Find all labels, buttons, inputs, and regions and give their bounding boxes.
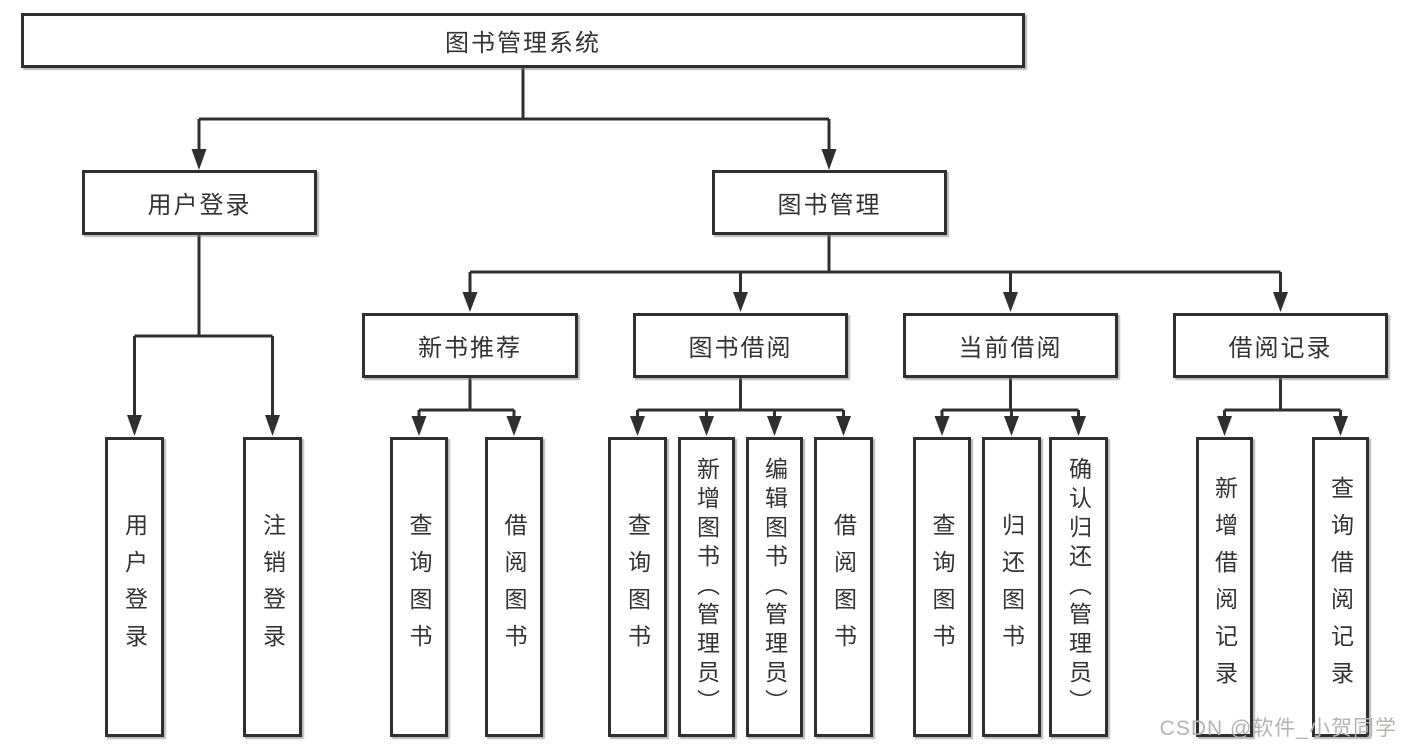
leaf-rec-query-books-label: 查询图书	[406, 513, 432, 661]
leaf-br-query-record-label: 查询借阅记录	[1327, 476, 1354, 698]
node-new-book-rec-label: 新书推荐	[418, 335, 522, 362]
leaf-bb-edit-books-admin-label: 编辑图书（管理员）	[761, 456, 788, 718]
leaf-br-add-record: 新增借阅记录	[1196, 437, 1253, 737]
node-borrow-records-label: 借阅记录	[1228, 335, 1333, 362]
leaf-logout-label: 注销登录	[259, 513, 286, 661]
leaf-bb-query-books: 查询图书	[608, 437, 667, 737]
leaf-br-query-record: 查询借阅记录	[1312, 437, 1369, 737]
node-current-borrow-label: 当前借阅	[958, 335, 1063, 362]
connector-book-borrow-to-leaves	[630, 378, 851, 436]
leaf-cb-query-books-label: 查询图书	[929, 513, 955, 661]
csdn-watermark: CSDN @软件_小贺同学	[1159, 717, 1397, 740]
node-book-borrow-label: 图书借阅	[688, 335, 793, 362]
connector-root-to-level2	[191, 68, 837, 170]
node-user-login-branch: 用户登录	[82, 170, 317, 235]
node-book-mgmt-branch-label: 图书管理	[777, 192, 882, 219]
leaf-user-login-label: 用户登录	[121, 513, 148, 661]
leaf-cb-confirm-return-admin: 确认归还（管理员）	[1049, 437, 1108, 737]
leaf-cb-return-books-label: 归还图书	[998, 513, 1025, 661]
connector-borrow-records-to-leaves	[1217, 378, 1348, 436]
leaf-br-add-record-label: 新增借阅记录	[1211, 476, 1238, 698]
leaf-logout: 注销登录	[243, 437, 302, 737]
node-user-login-branch-label: 用户登录	[147, 192, 252, 219]
leaf-cb-return-books: 归还图书	[982, 437, 1041, 737]
leaf-rec-query-books: 查询图书	[390, 437, 448, 737]
leaf-bb-borrow-books-label: 借阅图书	[830, 513, 857, 661]
connector-user-login-to-leaves	[127, 235, 280, 436]
leaf-cb-confirm-return-admin-label: 确认归还（管理员）	[1065, 456, 1092, 718]
leaf-user-login: 用户登录	[105, 437, 164, 737]
node-borrow-records: 借阅记录	[1173, 313, 1388, 378]
node-current-borrow: 当前借阅	[903, 313, 1118, 378]
leaf-rec-borrow-books-label: 借阅图书	[501, 513, 527, 661]
node-book-mgmt-branch: 图书管理	[712, 170, 947, 235]
node-new-book-rec: 新书推荐	[362, 313, 578, 378]
leaf-bb-query-books-label: 查询图书	[624, 513, 651, 661]
connector-new-book-rec-to-leaves	[411, 378, 522, 436]
leaf-bb-add-books-admin-label: 新增图书（管理员）	[693, 456, 720, 718]
node-system-root-label: 图书管理系统	[445, 30, 601, 57]
leaf-bb-edit-books-admin: 编辑图书（管理员）	[746, 437, 803, 737]
leaf-cb-query-books: 查询图书	[913, 437, 971, 737]
node-book-borrow: 图书借阅	[633, 313, 848, 378]
leaf-bb-borrow-books: 借阅图书	[814, 437, 873, 737]
leaf-rec-borrow-books: 借阅图书	[485, 437, 543, 737]
leaf-bb-add-books-admin: 新增图书（管理员）	[678, 437, 735, 737]
node-system-root: 图书管理系统	[21, 13, 1025, 68]
connector-current-borrow-to-leaves	[934, 378, 1086, 436]
connector-book-mgmt-to-level3	[462, 235, 1288, 312]
